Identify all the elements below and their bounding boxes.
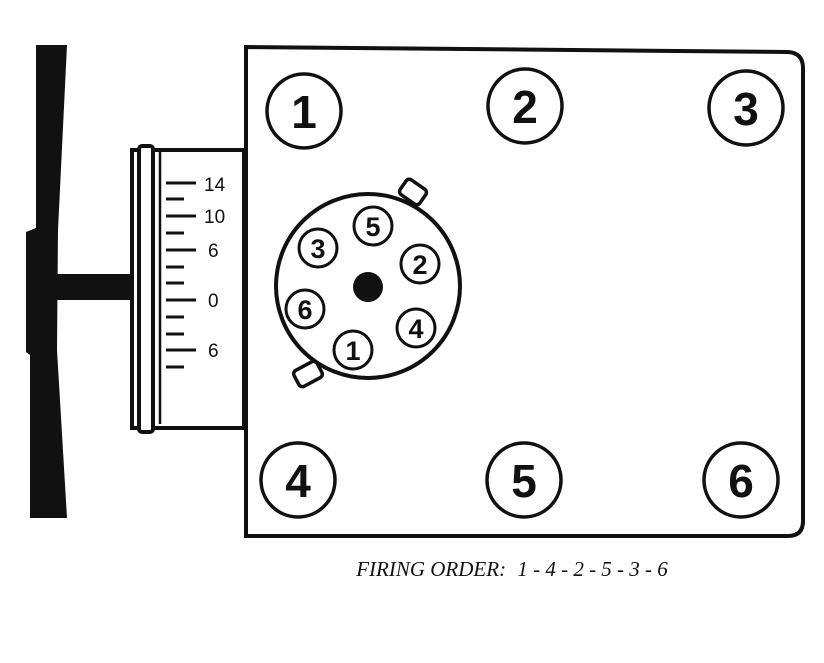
crankshaft-pulley xyxy=(130,144,246,434)
distributor-latch xyxy=(397,177,429,207)
fan-shaft xyxy=(50,274,142,300)
scale-label: 0 xyxy=(208,291,219,312)
terminal-3: 3 xyxy=(297,227,339,269)
firing-order-label: FIRING ORDER: xyxy=(355,557,506,581)
svg-text:4: 4 xyxy=(408,314,423,344)
terminal-5: 5 xyxy=(352,205,394,247)
scale-label: 6 xyxy=(208,241,219,262)
svg-text:2: 2 xyxy=(412,250,427,280)
svg-text:1: 1 xyxy=(291,86,317,138)
scale-label: 14 xyxy=(204,175,226,196)
distributor-latch xyxy=(291,359,325,389)
engine-block xyxy=(244,44,805,538)
fan-blade xyxy=(26,45,67,518)
svg-text:3: 3 xyxy=(733,83,759,135)
terminal-1: 1 xyxy=(332,329,374,371)
cylinder-3: 3 xyxy=(707,69,785,147)
distributor-cap: 5 2 4 1 6 3 xyxy=(274,177,462,389)
svg-text:6: 6 xyxy=(297,295,312,325)
cylinder-1: 1 xyxy=(265,72,343,150)
scale-label: 10 xyxy=(204,207,225,228)
timing-scale: 14 10 6 0 6 xyxy=(166,175,226,369)
terminal-4: 4 xyxy=(395,307,437,349)
cylinder-2: 2 xyxy=(486,67,564,145)
cylinder-6: 6 xyxy=(702,441,780,519)
firing-order-sequence: 1 - 4 - 2 - 5 - 3 - 6 xyxy=(517,557,668,581)
svg-text:6: 6 xyxy=(728,455,754,507)
svg-text:5: 5 xyxy=(511,455,537,507)
svg-text:1: 1 xyxy=(345,336,360,366)
cylinder-4: 4 xyxy=(259,441,337,519)
svg-text:5: 5 xyxy=(365,212,380,242)
terminal-2: 2 xyxy=(399,243,441,285)
distributor-rotor-center xyxy=(353,272,383,302)
terminal-6: 6 xyxy=(284,288,326,330)
svg-text:4: 4 xyxy=(285,455,311,507)
scale-label: 6 xyxy=(208,341,219,362)
firing-order-caption: FIRING ORDER: 1 - 4 - 2 - 5 - 3 - 6 xyxy=(355,557,668,581)
svg-text:2: 2 xyxy=(512,81,538,133)
cylinder-5: 5 xyxy=(485,441,563,519)
svg-text:3: 3 xyxy=(310,234,325,264)
